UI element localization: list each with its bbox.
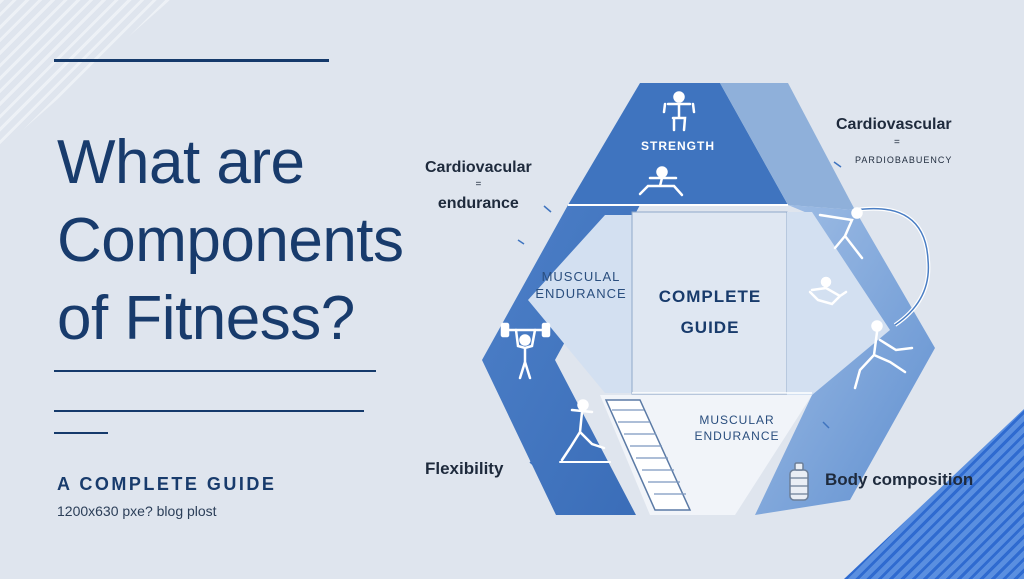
water-jug-icon [789, 462, 809, 501]
callout-cardio-right-dash: = [894, 137, 900, 148]
muscular-endurance-left-section [528, 215, 632, 393]
diver-icon [818, 207, 864, 260]
tumbler-icon [808, 276, 848, 306]
strongman-icon [662, 91, 696, 132]
subtitle: A COMPLETE GUIDE [57, 474, 277, 494]
center-label: COMPLETE GUIDE [640, 281, 780, 343]
strength-label: STRENGTH [641, 139, 715, 153]
yoga-icon [853, 320, 914, 390]
title-line-3: of Fitness? [57, 284, 355, 353]
callout-cardio-left: Cardiovacular = endurance [425, 158, 532, 214]
center-panel [631, 211, 788, 395]
short-rule [54, 432, 108, 434]
title-line-1: What are [57, 128, 305, 197]
runner-icon [559, 399, 611, 463]
top-right-section [720, 83, 855, 210]
page-title: What are Components of Fitness? [57, 124, 437, 358]
callout-cardio-left-dash: = [475, 179, 482, 190]
callout-cardio-left-line2: endurance [437, 195, 519, 212]
muscular-endurance-bottom-line2: ENDURANCE [694, 429, 780, 443]
lower-rule [54, 410, 364, 412]
strength-section [568, 83, 788, 205]
muscular-endurance-left-line2: ENDURANCE [535, 286, 627, 301]
top-rule [54, 59, 329, 62]
callout-cardio-left-line1: Cardiovacular [425, 159, 532, 176]
callout-body-composition: Body composition [825, 470, 974, 489]
ramp-icon [604, 399, 692, 511]
muscular-endurance-bottom-line1: MUSCULAR [699, 413, 775, 427]
weightlifter-icon [500, 322, 551, 380]
center-line2: GUIDE [680, 318, 740, 337]
center-line1: COMPLETE [658, 287, 762, 306]
callout-flexibility: Flexibility [425, 459, 504, 478]
caption: 1200x630 pxe? blog plost [57, 503, 217, 519]
middle-rule [54, 370, 376, 372]
right-inner-section [787, 212, 890, 395]
title-line-2: Components [57, 206, 404, 275]
squat-icon [638, 166, 684, 197]
muscular-endurance-bottom-label: MUSCULAR ENDURANCE [684, 412, 790, 444]
left-band [482, 205, 640, 515]
muscular-endurance-left-line1: MUSCULAL [541, 269, 621, 284]
callout-cardio-right-sub: PARDIOBABUENCY [855, 155, 953, 165]
callout-cardio-right-title: Cardiovascular [836, 116, 952, 133]
muscular-endurance-left-label: MUSCULAL ENDURANCE [532, 268, 630, 302]
